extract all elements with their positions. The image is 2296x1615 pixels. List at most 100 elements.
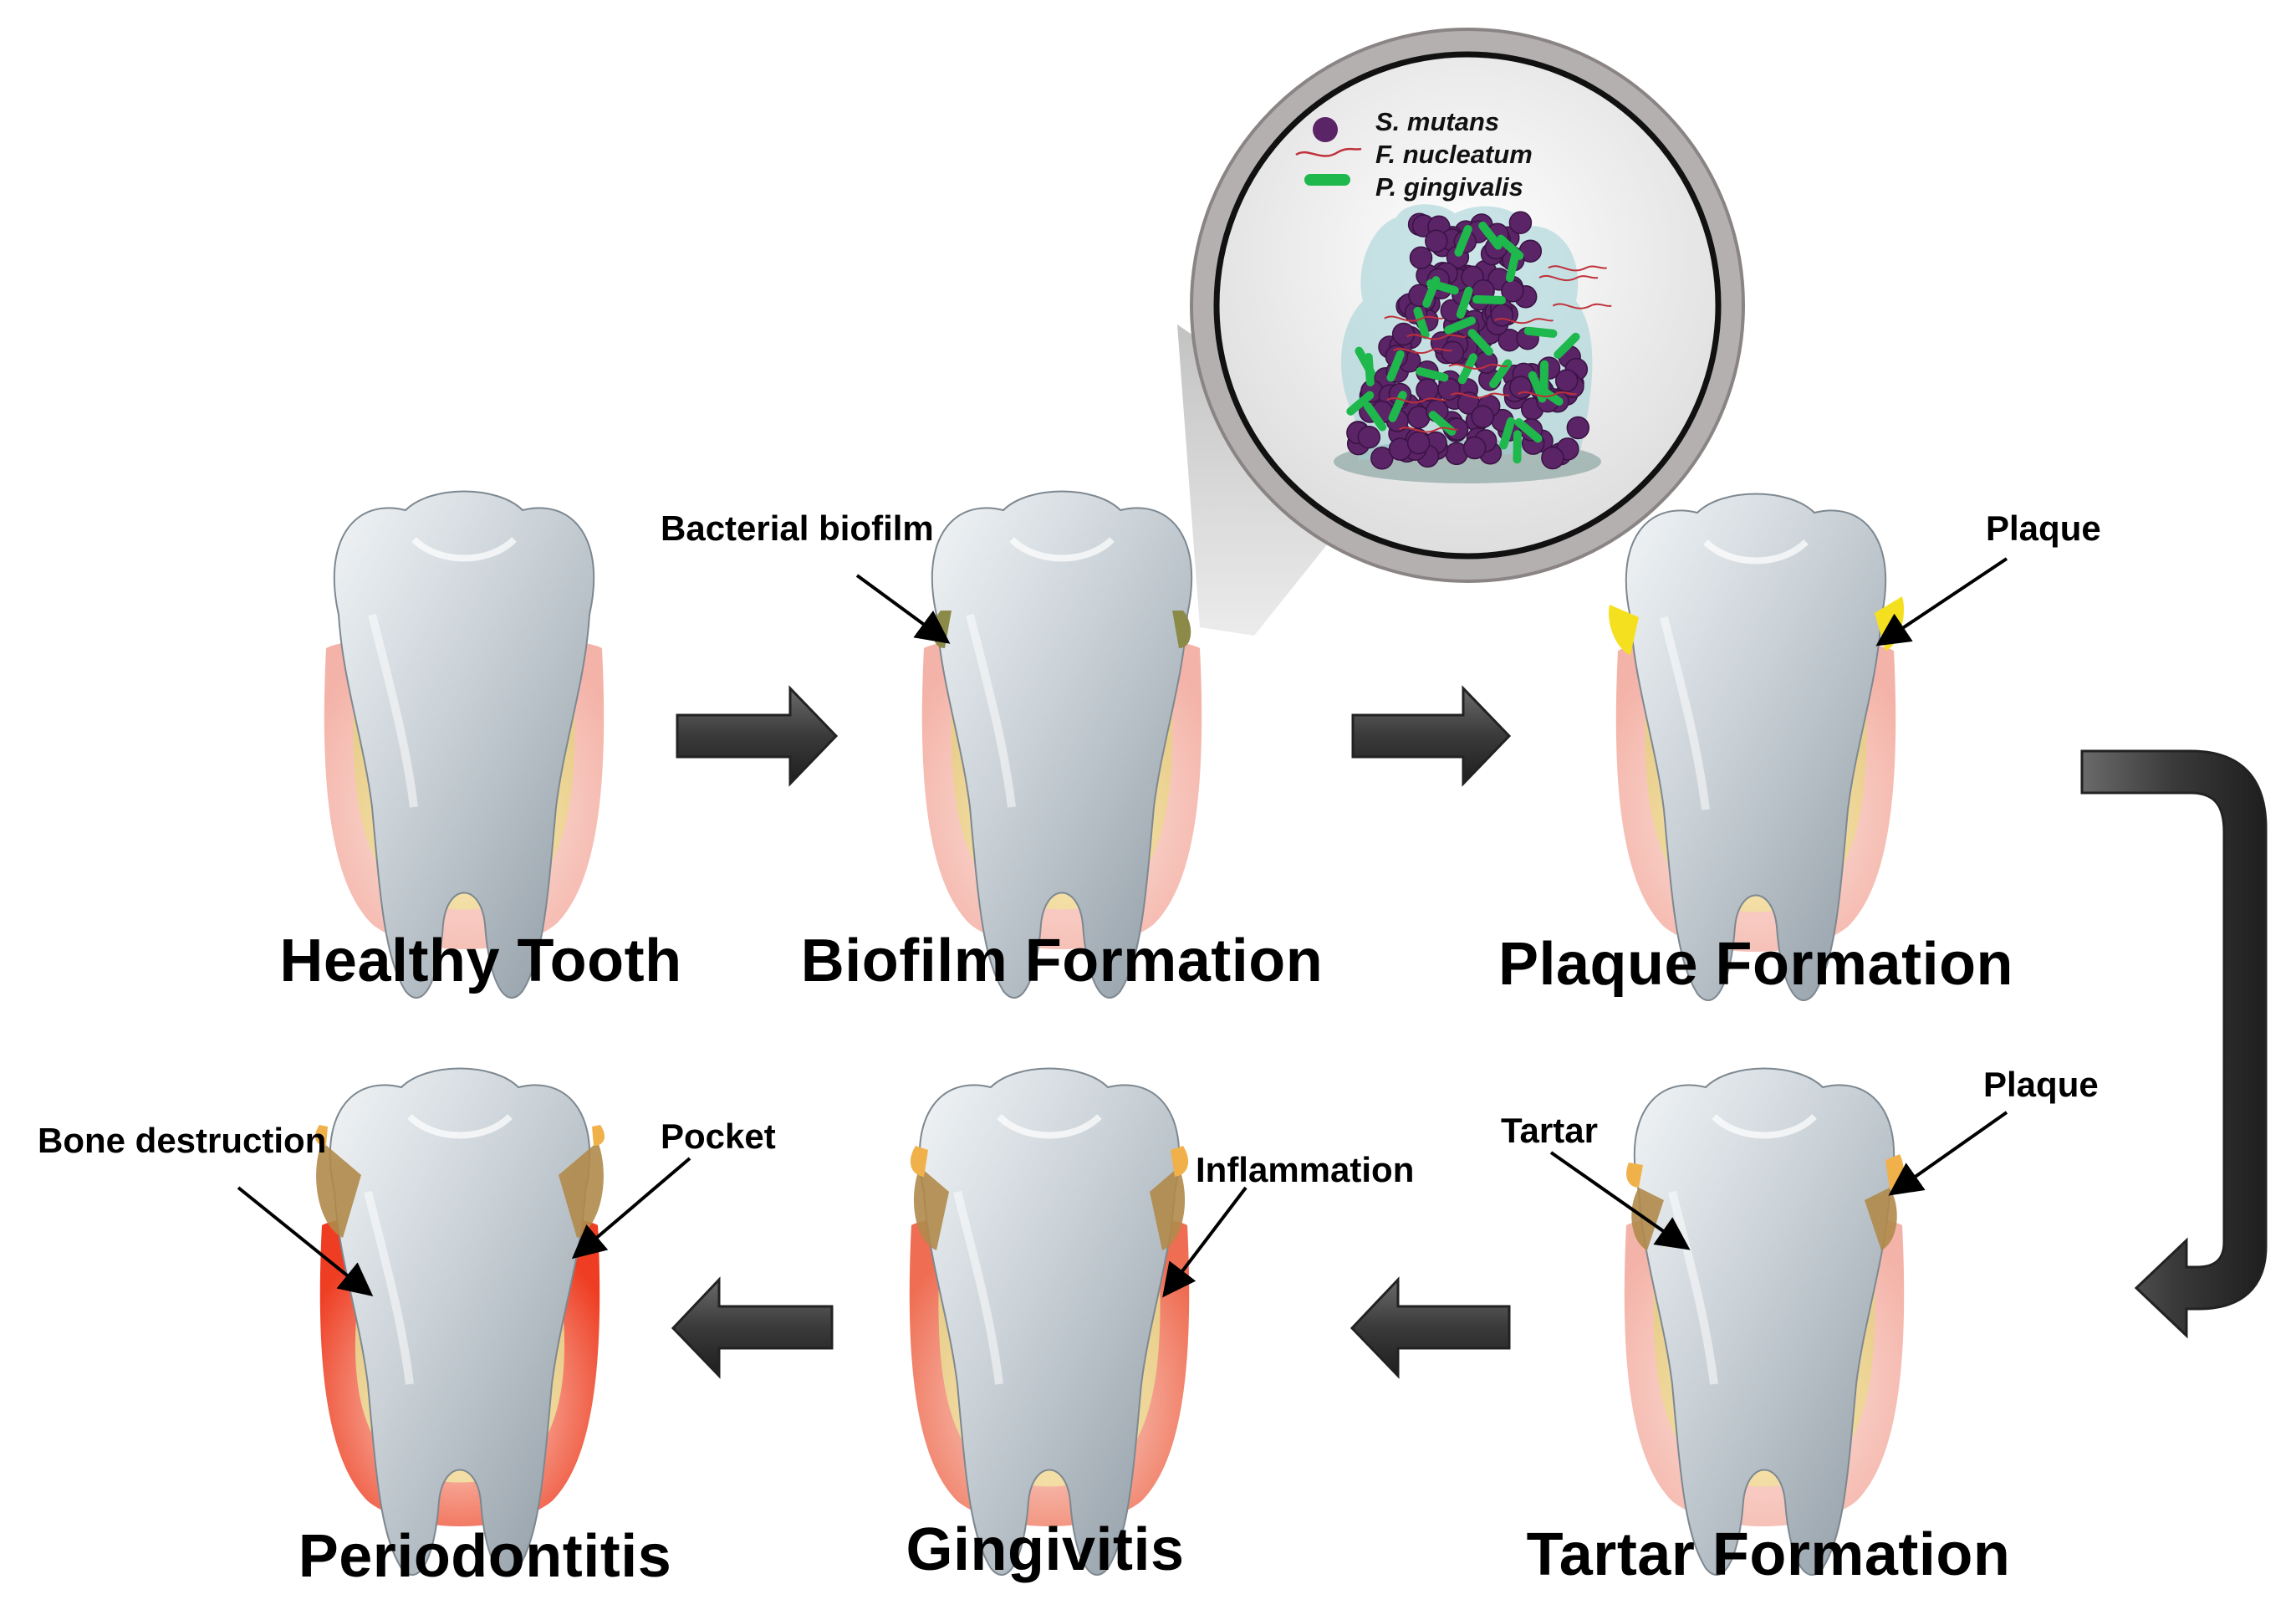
f-nucleatum-cell: [1494, 318, 1554, 325]
p-gingivalis-cell: [1523, 326, 1558, 338]
tartar-deposit-left: [316, 1142, 361, 1238]
arrow-biofilm-to-plaque: [1351, 685, 1512, 787]
arrow-plaque-to-tartar: [2080, 749, 2268, 1339]
s-mutans-cell: [1425, 229, 1448, 253]
legend-p-gingivalis: P. gingivalis: [1375, 172, 1523, 202]
f-nucleatum-cell: [1538, 275, 1599, 282]
tartar-deposit-left: [913, 1167, 949, 1250]
s-mutans-cell: [1406, 431, 1431, 455]
label-bone-destruction: Bone destruction: [38, 1121, 327, 1160]
p-gingivalis-cell: [1413, 306, 1430, 340]
title-healthy-tooth: Healthy Tooth: [279, 928, 682, 994]
callout-pointers: [237, 557, 2008, 1298]
pointer-bacterial-biofilm: [855, 574, 951, 644]
pointer-tartar: [1549, 1151, 1691, 1250]
f-nucleatum-cell: [1518, 391, 1577, 398]
f-nucleatum-cell: [1450, 392, 1510, 399]
title-gingivitis: Gingivitis: [906, 1516, 1185, 1583]
arrow-tartar-to-gingivitis: [1350, 1276, 1511, 1379]
p-gingivalis-cell: [1539, 360, 1549, 394]
s-mutans-cell: [1541, 446, 1564, 470]
label-bacterial-biofilm: Bacterial biofilm: [661, 509, 934, 548]
p-gingivalis-cell: [1514, 418, 1543, 443]
title-plaque-formation: Plaque Formation: [1498, 931, 2014, 998]
tooth-periodontitis: [314, 1069, 605, 1576]
s-mutans-cell: [1566, 416, 1590, 440]
p-gingivalis-cell: [1444, 316, 1477, 335]
tooth-tartar: [1624, 1069, 1905, 1576]
f-nucleatum-cell: [1552, 303, 1612, 309]
s-mutans-cell: [1474, 350, 1498, 374]
s-mutans-cell: [1357, 425, 1381, 449]
legend-s-mutans: S. mutans: [1375, 107, 1500, 136]
s-mutans-legend-icon: [1313, 117, 1338, 142]
plaque-deposit-right: [1171, 1146, 1189, 1177]
plaque-deposit-left: [314, 1125, 328, 1146]
arrow-healthy-to-biofilm: [676, 685, 839, 787]
tartar-deposit-right: [559, 1142, 604, 1238]
s-mutans-cell: [1508, 211, 1533, 234]
s-mutans-cell: [1416, 378, 1439, 401]
p-gingivalis-cell: [1364, 353, 1375, 386]
p-gingivalis-cell: [1456, 286, 1473, 319]
plaque-deposit-left: [1609, 605, 1639, 655]
title-tartar-formation: Tartar Formation: [1526, 1521, 2011, 1588]
p-gingivalis-cell: [1467, 329, 1493, 356]
pointer-inflammation: [1162, 1186, 1247, 1298]
p-gingivalis-cell: [1528, 371, 1547, 403]
p-gingivalis-cell: [1454, 224, 1472, 257]
s-mutans-cell: [1471, 405, 1494, 429]
s-mutans-cell: [1554, 369, 1579, 392]
p-gingivalis-cell: [1388, 391, 1407, 422]
s-mutans-cell: [1370, 447, 1394, 470]
label-plaque-bottom: Plaque: [1983, 1065, 2099, 1104]
p-gingivalis-cell: [1346, 391, 1375, 416]
label-tartar: Tartar: [1501, 1111, 1598, 1150]
progression-arrows: [671, 685, 2268, 1379]
label-pocket: Pocket: [661, 1117, 776, 1156]
f-nucleatum-cell: [1386, 397, 1446, 404]
p-gingivalis-cell: [1472, 294, 1506, 305]
p-gingivalis-cell: [1497, 234, 1524, 260]
s-mutans-cell: [1437, 377, 1461, 401]
tooth-plaque: [1609, 494, 1905, 1001]
tartar-deposit-right: [1865, 1188, 1897, 1250]
title-biofilm-formation: Biofilm Formation: [800, 928, 1324, 994]
p-gingivalis-cell: [1554, 332, 1580, 360]
title-periodontitis: Periodontitis: [298, 1523, 672, 1590]
s-mutans-cell: [1509, 376, 1533, 399]
f-nucleatum-cell: [1406, 334, 1467, 340]
label-plaque-top: Plaque: [1986, 509, 2101, 548]
tooth-healthy: [324, 492, 605, 999]
f-nucleatum-legend-icon: [1295, 147, 1362, 157]
tooth-biofilm: [921, 492, 1202, 999]
zoom-legend-glyphs: [1295, 117, 1362, 186]
pointer-pocket: [571, 1157, 691, 1260]
arrow-gingivitis-to-periodontitis: [671, 1276, 834, 1379]
f-nucleatum-cell: [1384, 315, 1444, 322]
p-gingivalis-legend-icon: [1304, 174, 1350, 186]
p-gingivalis-cell: [1426, 279, 1459, 295]
plaque-deposit-left: [1626, 1163, 1643, 1188]
s-mutans-cell: [1391, 322, 1416, 346]
biofilm-deposit-right: [1172, 611, 1191, 648]
s-mutans-cell: [1409, 246, 1433, 269]
f-nucleatum-cell: [1399, 427, 1458, 433]
legend-f-nucleatum: F. nucleatum: [1375, 140, 1533, 169]
p-gingivalis-cell: [1513, 430, 1522, 464]
p-gingivalis-cell: [1457, 353, 1477, 385]
f-nucleatum-cell: [1392, 348, 1452, 355]
p-gingivalis-cell: [1386, 350, 1405, 382]
plaque-deposit-right: [592, 1125, 605, 1146]
bacteria-cluster: [1346, 211, 1612, 470]
p-gingivalis-cell: [1363, 401, 1387, 432]
p-gingivalis-cell: [1499, 417, 1515, 450]
s-mutans-cell: [1462, 436, 1487, 460]
s-mutans-cell: [1441, 340, 1465, 365]
pointer-plaque-top: [1875, 557, 2008, 647]
pointer-bone-destruction: [237, 1186, 374, 1297]
f-nucleatum-cell: [1448, 363, 1508, 370]
tooth-gingivitis: [909, 1069, 1190, 1576]
